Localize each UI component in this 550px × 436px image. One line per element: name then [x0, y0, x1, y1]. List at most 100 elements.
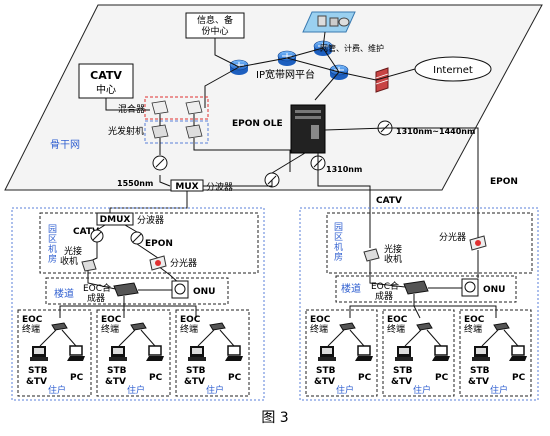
home-label: 住户: [48, 384, 66, 396]
transmitter-icon: [151, 124, 203, 139]
home-link: [118, 329, 156, 347]
wl-1310-label: 1310nm: [326, 165, 362, 174]
pc-icon: [225, 345, 243, 361]
home-link: [327, 329, 365, 347]
eoc-terminal-label-2: 终端: [101, 323, 119, 335]
home-link: [197, 329, 235, 347]
right-onu-icon: [461, 278, 479, 297]
right-onu-label: ONU: [483, 285, 506, 295]
pc-label: PC: [358, 373, 372, 383]
tv-icon: [318, 346, 336, 361]
home-link: [39, 329, 77, 347]
home-box: [96, 309, 171, 397]
stb-label-1: STB: [186, 366, 206, 376]
firewall-icon: [375, 67, 389, 93]
tv-icon: [395, 346, 413, 361]
catv-center-label-2: 中心: [96, 83, 116, 96]
eoc-terminal-label-1: EOC: [464, 315, 485, 325]
mixer-group: [144, 96, 209, 120]
home-label: 住户: [490, 384, 508, 396]
right-eoc-combiner-label-1: EOC合: [371, 280, 399, 292]
left-receiver-label-1: 光接: [64, 245, 82, 257]
right-splitter-label: 分光器: [439, 231, 466, 243]
home-box: [459, 309, 532, 397]
stb-label-1: STB: [107, 366, 127, 376]
home-box: [175, 309, 250, 397]
left-eoc-combiner-icon: [113, 282, 139, 297]
eoc-terminal-icon: [130, 322, 147, 331]
right-site-zone: [299, 207, 539, 401]
eoc-terminal-label-1: EOC: [387, 315, 408, 325]
left-building-links: [59, 289, 197, 318]
catv-links: [105, 98, 291, 187]
left-splitter-icon: [149, 255, 167, 271]
right-room-links: [369, 250, 479, 288]
left-onu-icon: [171, 280, 189, 299]
left-catv-label: CATV: [73, 227, 99, 237]
left-splitter-label: 分光器: [170, 257, 197, 269]
pc-icon: [432, 345, 450, 361]
left-building-label: 楼道: [54, 287, 74, 300]
mixer-label: 混合器: [118, 103, 145, 115]
right-receiver-icon: [363, 248, 380, 262]
home-box: [305, 309, 378, 397]
right-receiver-label-1: 光接: [384, 243, 402, 255]
stb-label-2: &TV: [105, 377, 126, 387]
stb-label-1: STB: [28, 366, 48, 376]
backbone-label: 骨干网: [50, 139, 80, 151]
pc-icon: [67, 345, 85, 361]
right-splitter-icon: [469, 235, 487, 251]
mixer-icon: [151, 100, 203, 115]
server-cluster-icon: [302, 11, 356, 33]
pc-icon: [355, 345, 373, 361]
left-site-zone: [11, 207, 265, 401]
right-room-box: [326, 212, 533, 274]
eoc-terminal-icon: [493, 322, 510, 331]
tv-icon: [109, 346, 127, 361]
pc-label: PC: [435, 373, 449, 383]
eoc-terminal-icon: [416, 322, 433, 331]
left-epon-label: EPON: [145, 239, 173, 249]
home-label: 住户: [206, 384, 224, 396]
mux-wavesplit-label: 分波器: [206, 181, 233, 193]
right-building-links: [349, 287, 497, 319]
stb-label-2: &TV: [26, 377, 47, 387]
ip-links: [204, 31, 416, 108]
mux-label: MUX: [175, 182, 198, 192]
stb-label-1: STB: [393, 366, 413, 376]
home-link: [481, 329, 519, 347]
left-wavesplit-label: 分波器: [137, 214, 164, 226]
pc-label: PC: [228, 373, 242, 383]
tv-icon: [188, 346, 206, 361]
home-label: 住户: [413, 384, 431, 396]
left-onu-label: ONU: [193, 287, 216, 297]
eoc-terminal-label-2: 终端: [387, 323, 405, 335]
eoc-terminal-icon: [209, 322, 226, 331]
pc-label: PC: [70, 373, 84, 383]
left-eoc-combiner-label-1: EOC合: [83, 282, 111, 294]
wl-1310-1440-label: 1310nm~1440nm: [396, 127, 475, 136]
home-box: [382, 309, 455, 397]
left-building-box: [45, 277, 229, 305]
home-link: [404, 329, 442, 347]
right-receiver-label-2: 收机: [384, 253, 402, 265]
wl-1550-label: 1550nm: [117, 179, 153, 188]
left-receiver-icon: [81, 259, 97, 272]
pc-icon: [509, 345, 527, 361]
attenuator-icon: [152, 155, 168, 171]
transmitter-label: 光发射机: [108, 125, 144, 137]
left-room-label: 园区机房: [48, 224, 57, 265]
home-label: 住户: [127, 384, 145, 396]
eoc-terminal-label-2: 终端: [180, 323, 198, 335]
mgmt-label: 网管、计费、维护: [320, 43, 384, 53]
info-center-box: [185, 12, 245, 39]
home-box: [17, 309, 92, 397]
left-room-box: [39, 212, 259, 274]
dmux-label: DMUX: [100, 215, 131, 225]
stb-label-2: &TV: [468, 377, 489, 387]
transmitter-group: [144, 120, 209, 144]
tv-icon: [472, 346, 490, 361]
attenuator-icon: [130, 231, 144, 245]
